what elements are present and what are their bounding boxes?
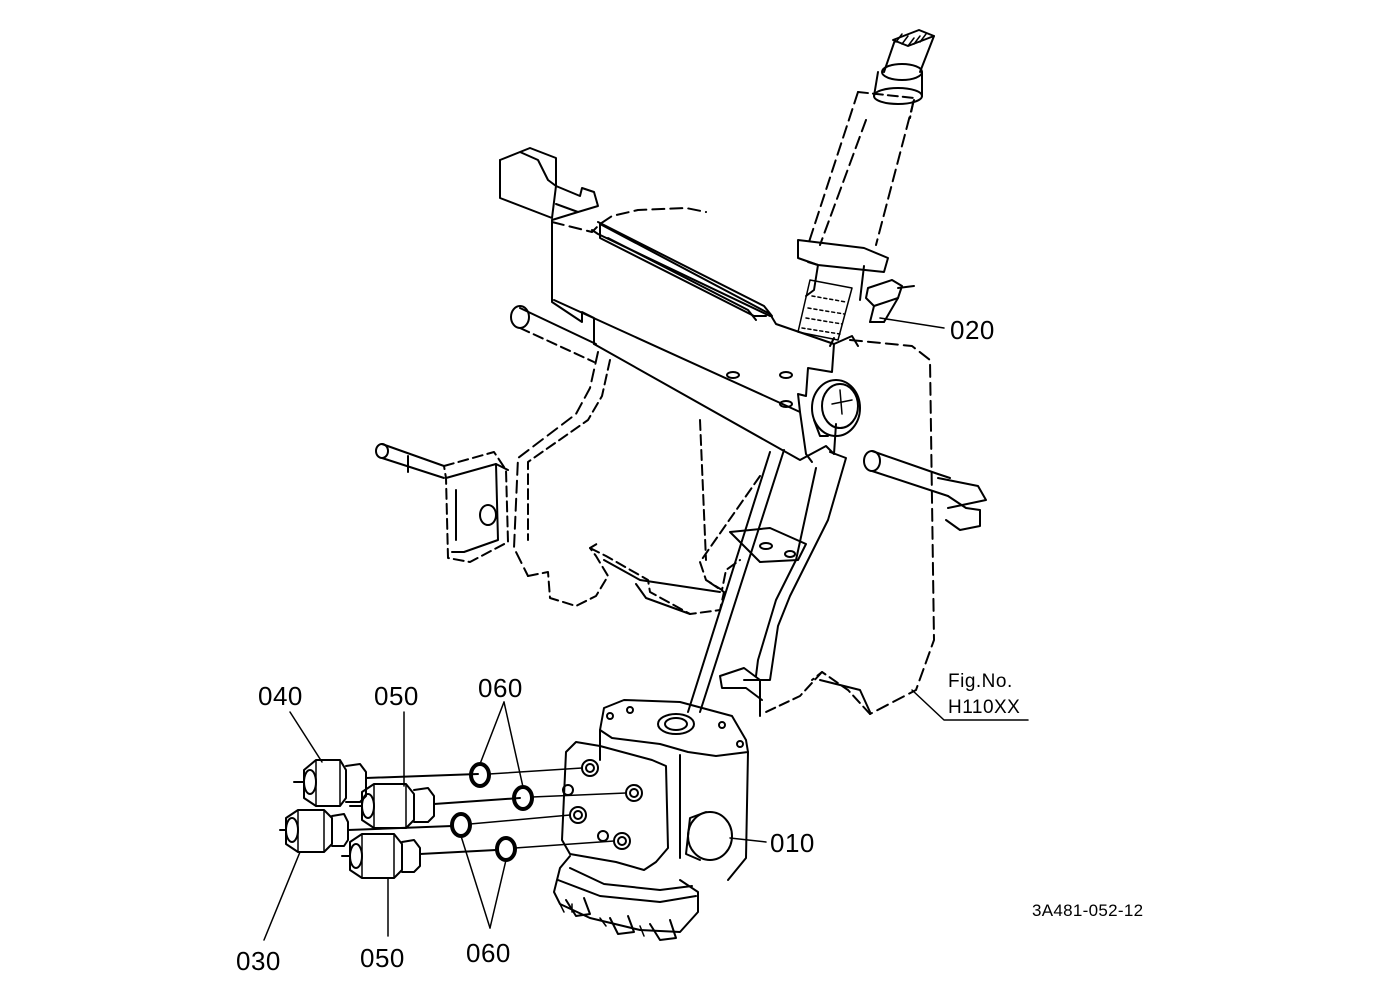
callout-050-upper: 050 xyxy=(374,681,419,711)
steering-bracket xyxy=(376,148,986,716)
steering-column xyxy=(798,30,934,340)
callout-leaders xyxy=(264,318,1028,940)
fitting-050-lower xyxy=(342,834,496,878)
figure-label: Fig.No. xyxy=(948,671,1013,692)
fitting-040 xyxy=(294,760,478,806)
callout-020: 020 xyxy=(950,315,995,345)
fitting-030 xyxy=(280,810,452,852)
drawing-code: 3A481-052-12 xyxy=(1032,901,1144,920)
port-leader-lines xyxy=(470,768,626,848)
callout-050-lower: 050 xyxy=(360,943,405,973)
fitting-050-upper xyxy=(350,784,520,828)
bolt-020 xyxy=(866,280,914,322)
steering-valve-010 xyxy=(554,700,748,940)
callout-060-lower: 060 xyxy=(466,938,511,968)
figure-number: H110XX xyxy=(948,697,1021,718)
callout-010: 010 xyxy=(770,828,815,858)
callout-040: 040 xyxy=(258,681,303,711)
callout-030: 030 xyxy=(236,946,281,976)
callout-060-upper: 060 xyxy=(478,673,523,703)
